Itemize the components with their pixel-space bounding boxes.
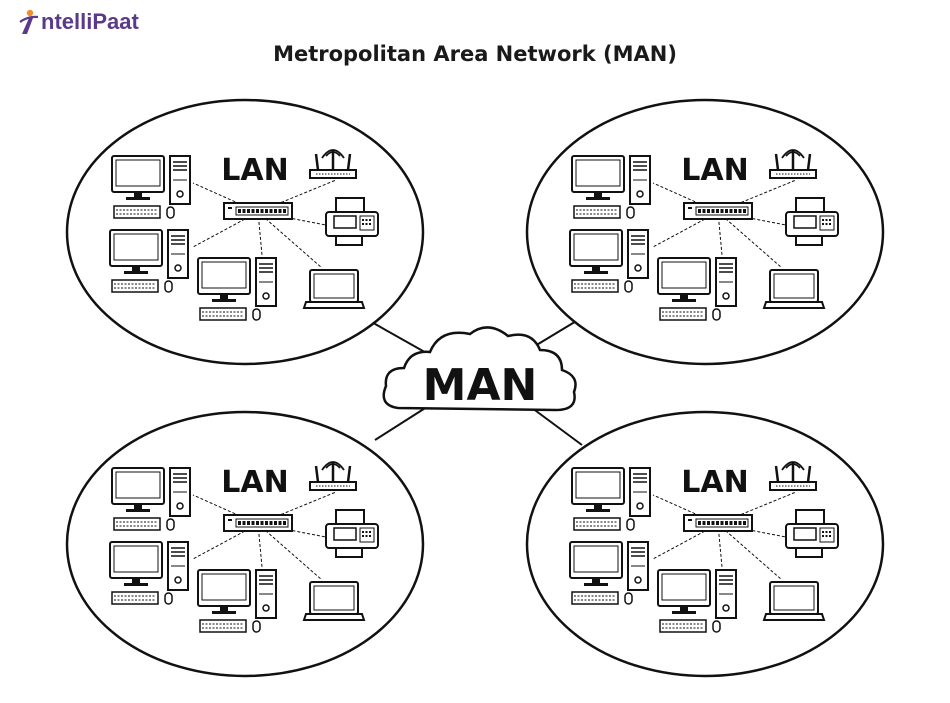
laptop-icon <box>763 581 825 621</box>
lan-label: LAN <box>221 465 288 500</box>
network-switch-icon <box>682 513 754 533</box>
lan-network: LAN <box>525 410 885 678</box>
logo-text: ntelliPaat <box>41 9 139 34</box>
network-switch-icon <box>222 513 294 533</box>
man-links <box>367 319 583 446</box>
lan-label: LAN <box>681 153 748 188</box>
lan-network: LAN <box>65 98 425 366</box>
wireless-router-icon <box>768 460 818 492</box>
intellipaat-logo-mark <box>19 9 39 34</box>
network-switch-icon <box>682 201 754 221</box>
lan-label: LAN <box>681 465 748 500</box>
lan-network: LAN <box>65 410 425 678</box>
wireless-router-icon <box>308 460 358 492</box>
wireless-router-icon <box>768 148 818 180</box>
laptop-icon <box>303 581 365 621</box>
man-cloud: MAN <box>382 326 577 412</box>
logo: ntelliPaat <box>18 8 139 36</box>
network-switch-icon <box>222 201 294 221</box>
laptop-icon <box>303 269 365 309</box>
wireless-router-icon <box>308 148 358 180</box>
laptop-icon <box>763 269 825 309</box>
page-title: Metropolitan Area Network (MAN) <box>273 42 677 66</box>
lan-label: LAN <box>221 153 288 188</box>
lan-network: LAN <box>525 98 885 366</box>
man-label: MAN <box>423 360 538 411</box>
